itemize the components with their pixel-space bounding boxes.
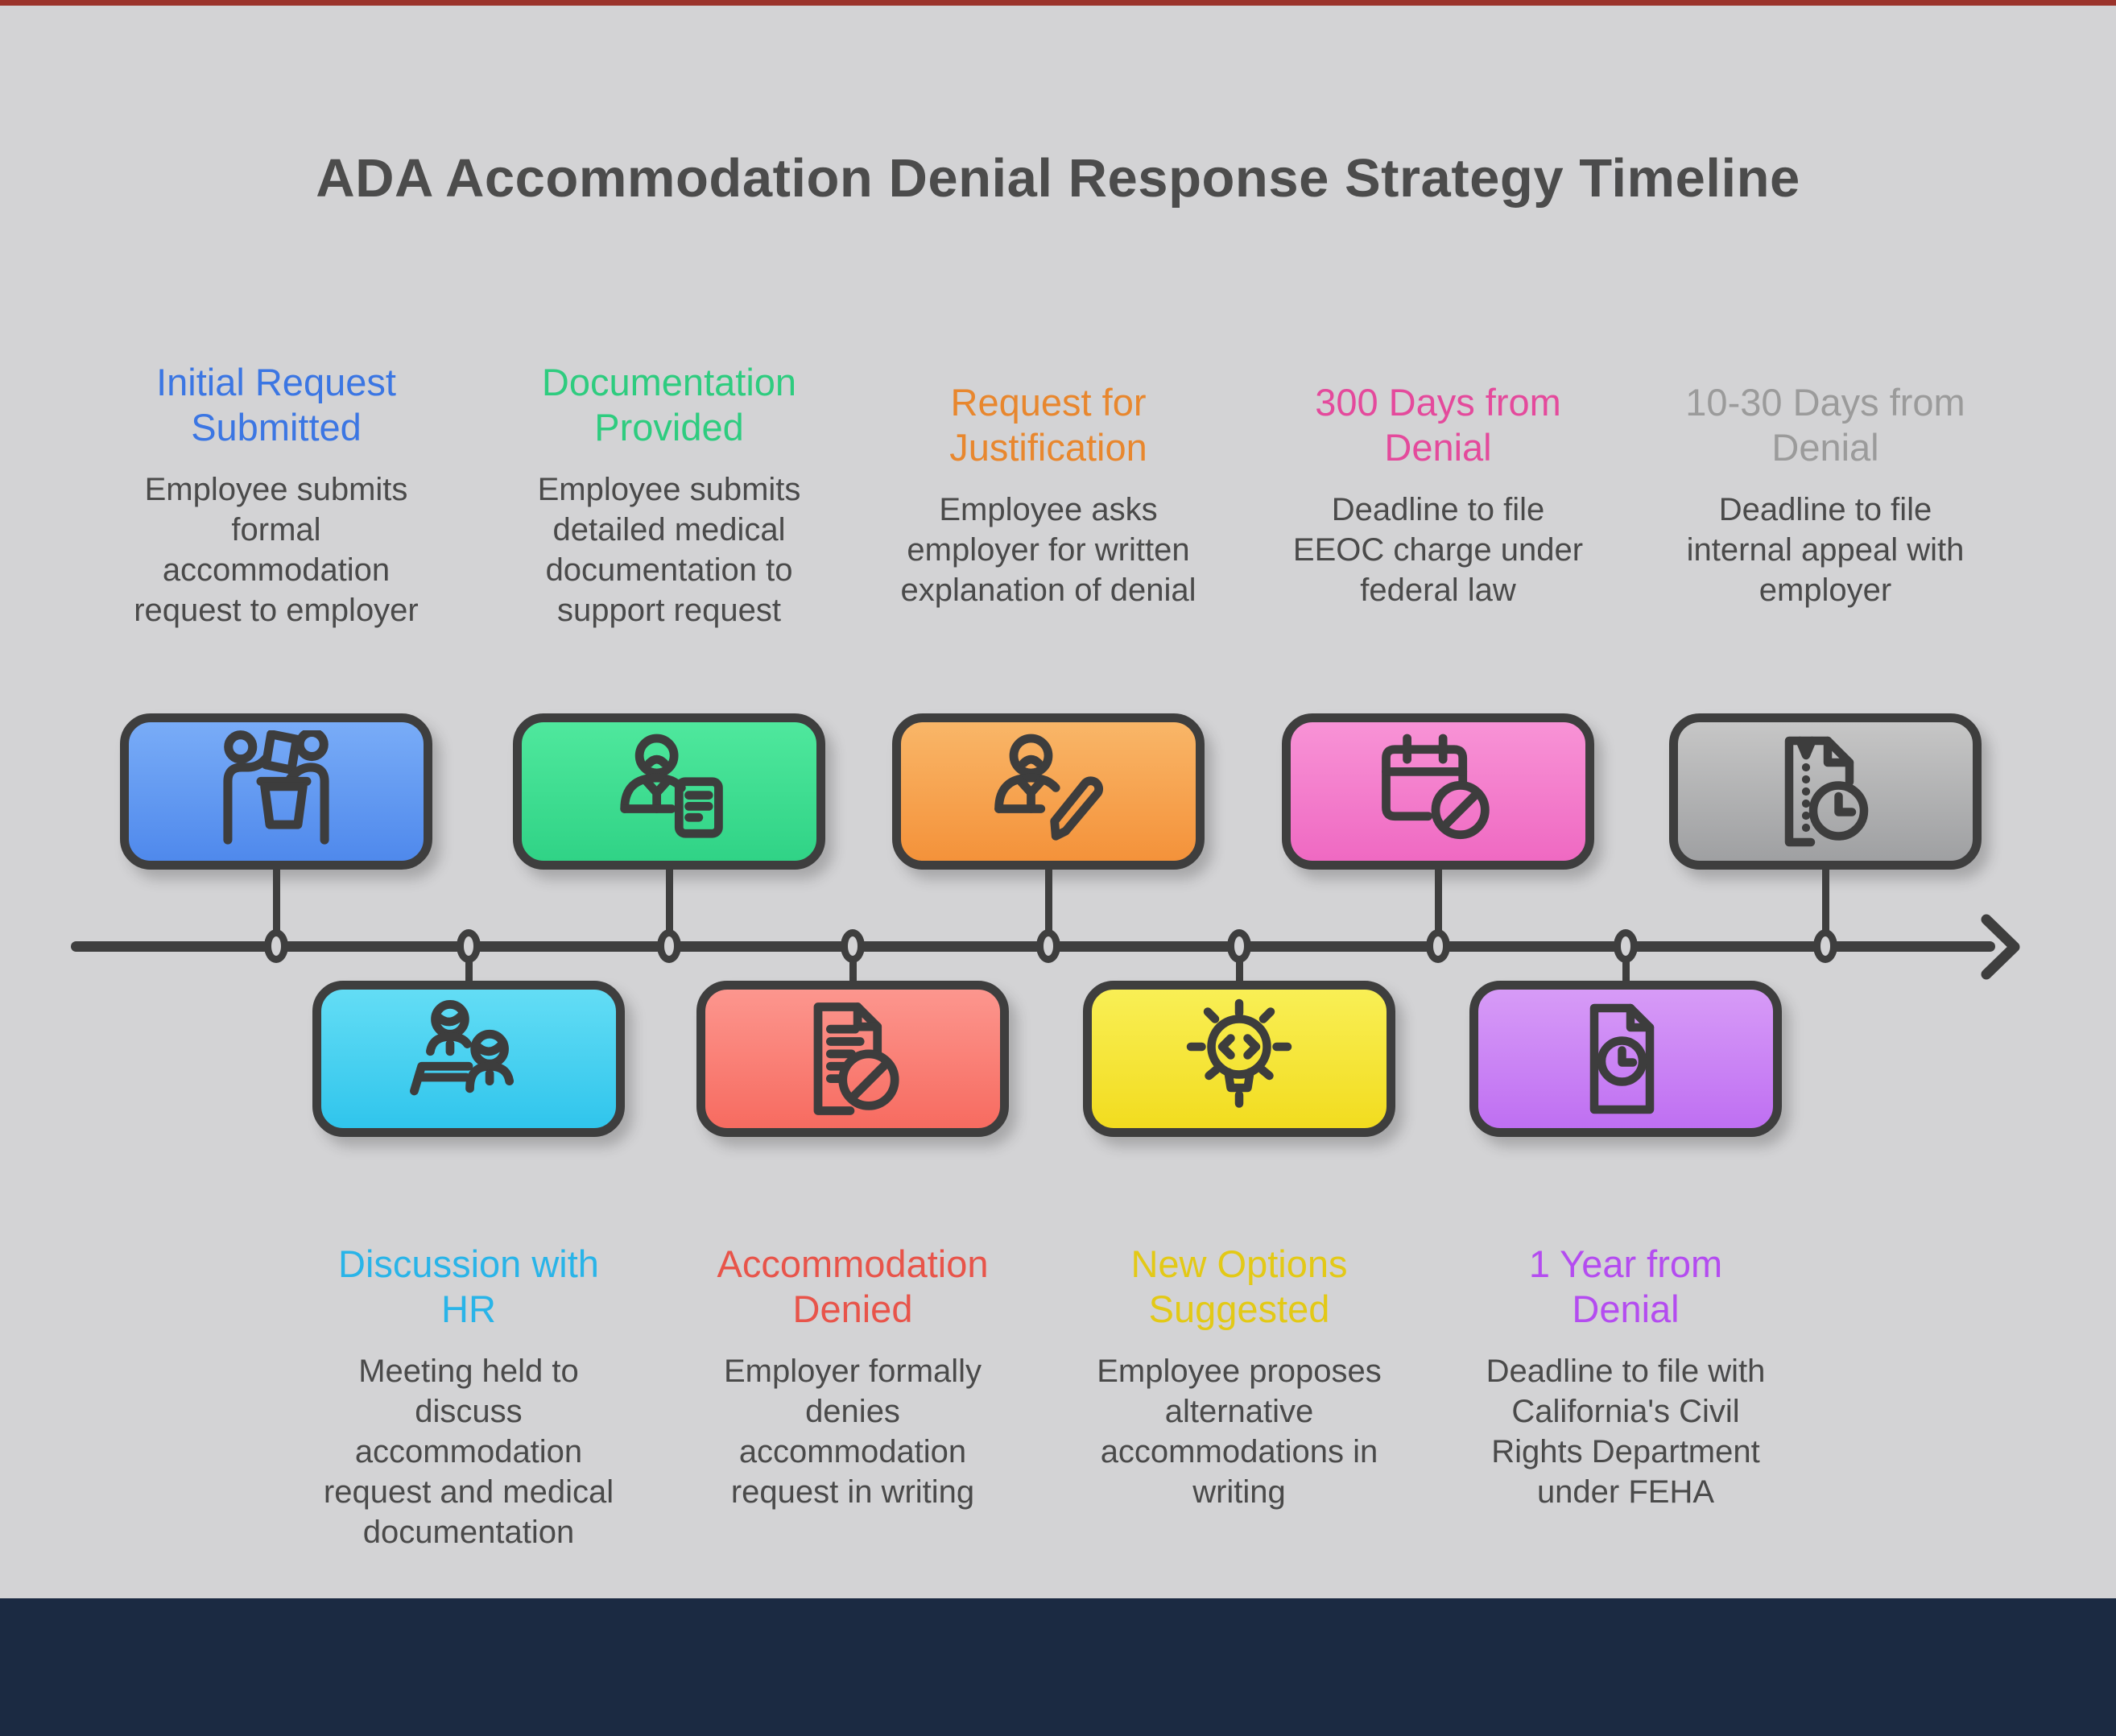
step-icon-box — [1083, 981, 1395, 1137]
step-connector — [1045, 868, 1052, 942]
step-textblock: 1 Year from Denial Deadline to file with… — [1477, 1242, 1775, 1512]
step-connector — [1435, 868, 1442, 942]
timeline-line — [71, 941, 1995, 952]
timeline-node — [264, 929, 288, 963]
step-icon-box — [696, 981, 1009, 1137]
step-title: Request for Justification — [949, 381, 1147, 469]
submit-request-icon — [223, 730, 329, 845]
step-title: Documentation Provided — [541, 361, 797, 448]
step-connector — [1622, 951, 1630, 983]
step-description: Employer formally denies accommodation r… — [723, 1354, 982, 1510]
step-connector — [1236, 951, 1243, 983]
timeline-node — [1813, 929, 1837, 963]
step-textblock: Documentation Provided Employee submits … — [520, 306, 818, 684]
timeline-node — [1614, 929, 1638, 963]
meeting-icon — [410, 1000, 515, 1096]
timeline-node — [1227, 929, 1251, 963]
top-accent-strip — [0, 0, 2116, 6]
step-icon-box — [1669, 713, 1982, 870]
page-title: ADA Accommodation Denial Response Strate… — [316, 148, 1800, 209]
timeline-node — [657, 929, 681, 963]
step-icon-box — [513, 713, 825, 870]
step-connector — [849, 951, 857, 983]
person-document-icon — [620, 734, 723, 838]
step-icon-box — [1282, 713, 1594, 870]
step-title: 300 Days from Denial — [1315, 381, 1561, 469]
step-connector — [666, 868, 673, 942]
step-textblock: Accommodation Denied Employer formally d… — [704, 1242, 1002, 1512]
step-textblock: New Options Suggested Employee proposes … — [1090, 1242, 1388, 1512]
calendar-blocked-icon — [1382, 734, 1490, 840]
timeline-node — [457, 929, 481, 963]
step-description: Employee asks employer for written expla… — [900, 492, 1196, 608]
step-textblock: 10-30 Days from Denial Deadline to file … — [1676, 306, 1974, 684]
timeline-arrowhead-icon — [1981, 914, 2020, 980]
step-title: 1 Year from Denial — [1528, 1242, 1723, 1330]
step-title: Initial Request Submitted — [156, 361, 396, 448]
step-title: Accommodation Denied — [717, 1242, 989, 1330]
step-title: New Options Suggested — [1130, 1242, 1348, 1330]
step-connector — [1822, 868, 1829, 942]
step-textblock: Request for Justification Employee asks … — [899, 306, 1197, 684]
document-denied-icon — [813, 1002, 899, 1115]
person-pencil-icon — [994, 734, 1103, 841]
step-description: Employee submits formal accommodation re… — [134, 472, 419, 628]
step-icon-box — [312, 981, 625, 1137]
step-description: Employee proposes alternative accommodat… — [1097, 1354, 1382, 1510]
step-description: Employee submits detailed medical docume… — [537, 472, 801, 628]
document-clock-icon — [1589, 1003, 1655, 1114]
step-textblock: Discussion with HR Meeting held to discu… — [320, 1242, 618, 1552]
idea-code-icon — [1186, 998, 1292, 1108]
timeline-node — [1426, 929, 1450, 963]
step-title: Discussion with HR — [338, 1242, 599, 1330]
step-textblock: Initial Request Submitted Employee submi… — [127, 306, 425, 684]
zip-file-clock-icon — [1784, 736, 1869, 847]
step-title: 10-30 Days from Denial — [1685, 381, 1965, 469]
step-description: Deadline to file with California's Civil… — [1486, 1354, 1766, 1510]
timeline-node — [841, 929, 865, 963]
step-icon-box — [892, 713, 1205, 870]
step-icon-box — [120, 713, 432, 870]
step-connector — [465, 951, 473, 983]
footer-bar — [0, 1598, 2116, 1736]
step-description: Meeting held to discuss accommodation re… — [323, 1354, 614, 1550]
step-textblock: 300 Days from Denial Deadline to file EE… — [1289, 306, 1587, 684]
step-description: Deadline to file EEOC charge under feder… — [1292, 492, 1584, 608]
step-connector — [273, 868, 280, 942]
step-icon-box — [1469, 981, 1782, 1137]
timeline-node — [1036, 929, 1060, 963]
step-description: Deadline to file internal appeal with em… — [1686, 492, 1965, 608]
